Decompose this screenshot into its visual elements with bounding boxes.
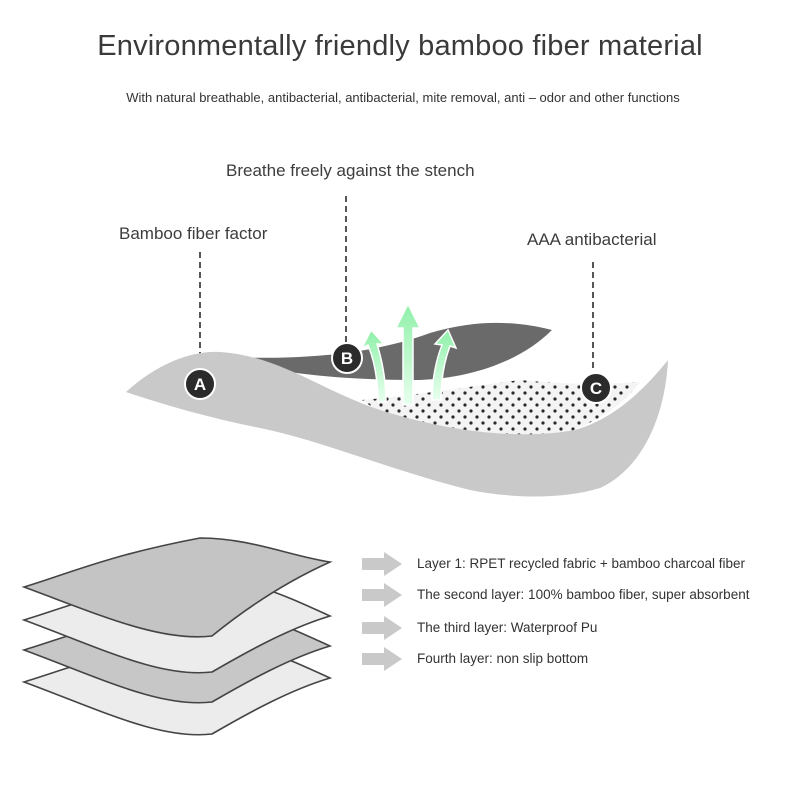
up-arrow-icon [431, 328, 458, 401]
layer-1-label: Layer 1: RPET recycled fabric + bamboo c… [417, 556, 746, 571]
svg-text:B: B [341, 349, 353, 368]
layer-2-label: The second layer: 100% bamboo fiber, sup… [417, 587, 750, 602]
layer-3-label: The third layer: Waterproof Pu [417, 620, 598, 635]
layer-1-sheet [21, 537, 333, 638]
page-subtitle: With natural breathable, antibacterial, … [126, 90, 680, 105]
svg-text:A: A [194, 375, 206, 394]
right-arrow-icon [362, 647, 402, 671]
dark-fabric-layer [222, 322, 552, 380]
marker-b: B [331, 342, 363, 374]
callout-label-c: AAA antibacterial [527, 230, 657, 249]
layer-stack [21, 537, 333, 736]
up-arrow-icon [360, 328, 387, 403]
light-fabric-layer [126, 351, 668, 497]
layer-4-label: Fourth layer: non slip bottom [417, 651, 589, 666]
right-arrow-icon [362, 583, 402, 607]
page-title: Environmentally friendly bamboo fiber ma… [97, 30, 703, 62]
right-arrow-icon [362, 616, 402, 640]
callout-label-b: Breathe freely against the stench [226, 161, 475, 180]
marker-c: C [580, 372, 612, 404]
right-arrow-icon [362, 552, 402, 576]
up-arrow-icon [394, 302, 422, 406]
callout-label-a: Bamboo fiber factor [119, 224, 268, 243]
svg-text:C: C [590, 379, 602, 398]
marker-a: A [184, 368, 216, 400]
